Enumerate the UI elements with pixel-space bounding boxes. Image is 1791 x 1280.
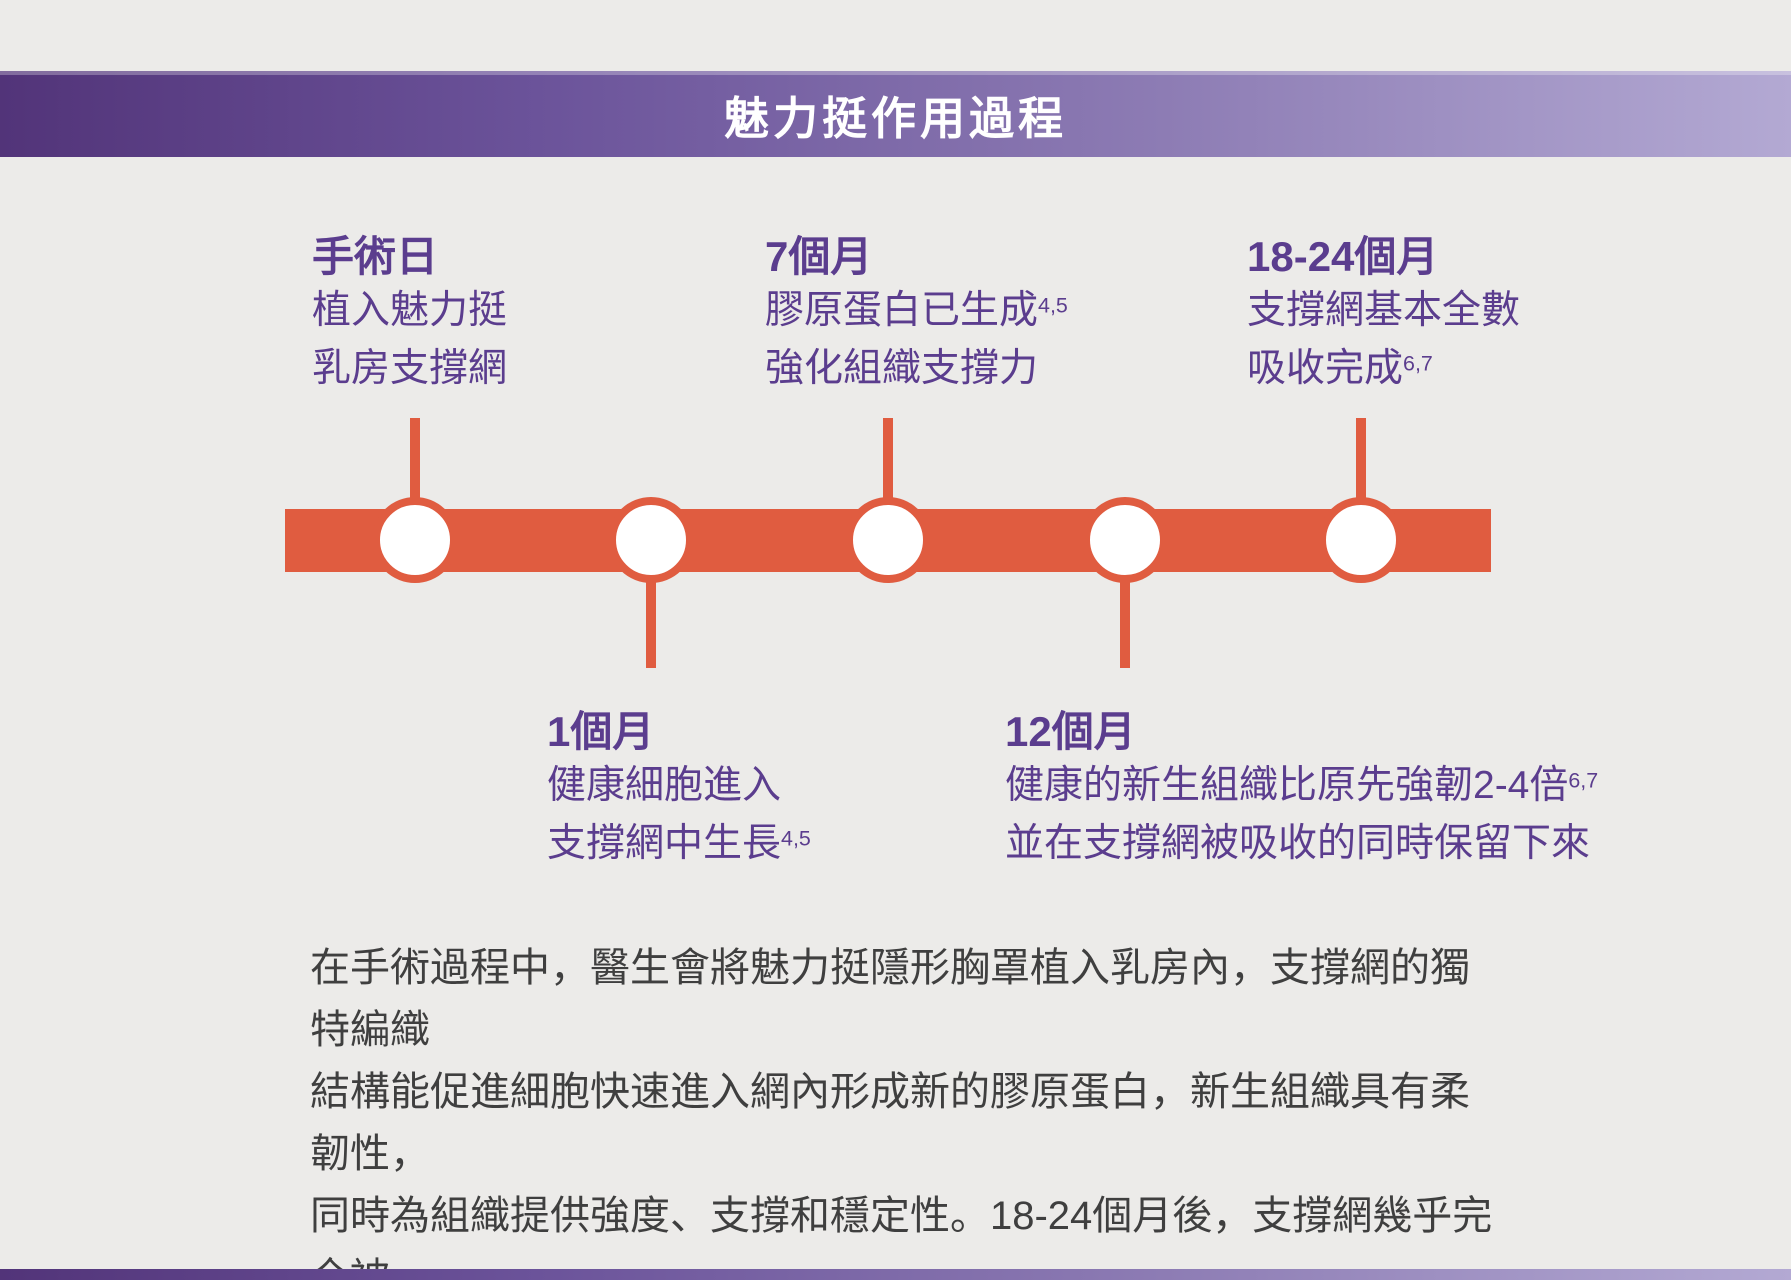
milestone-text-line: 支撐網中生長4,5 — [547, 822, 811, 865]
timeline-node — [372, 497, 458, 583]
timeline-connector-up — [410, 418, 420, 510]
milestone-text-line: 植入魅力挺 — [312, 289, 508, 332]
milestone-text-line: 支撐網基本全數 — [1247, 289, 1521, 332]
milestone-label-18-24-months: 18-24個月 支撐網基本全數 吸收完成6,7 — [1247, 232, 1520, 398]
milestone-text-line: 並在支撐網被吸收的同時保留下來 — [1005, 822, 1591, 865]
milestone-text-line: 乳房支撐網 — [312, 347, 508, 390]
timeline-connector-down — [646, 570, 656, 668]
milestone-title: 12個月 — [1005, 708, 1136, 755]
paragraph-line: 在手術過程中，醫生會將魅力挺隱形胸罩植入乳房內，支撐網的獨特編織 — [310, 946, 1470, 1052]
timeline-connector-down — [1120, 570, 1130, 668]
milestone-text-line: 強化組織支撐力 — [765, 347, 1039, 390]
milestone-title: 7個月 — [765, 233, 873, 280]
footer-bar — [0, 1269, 1791, 1280]
milestone-text-line: 健康的新生組織比原先強韌2-4倍6,7 — [1005, 764, 1599, 807]
timeline-node — [1082, 497, 1168, 583]
milestone-text-line: 吸收完成6,7 — [1247, 347, 1433, 390]
timeline-connector-up — [883, 418, 893, 510]
milestone-label-12-months: 12個月 健康的新生組織比原先強韌2-4倍6,7 並在支撐網被吸收的同時保留下來 — [1005, 707, 1598, 873]
milestone-label-1-month: 1個月 健康細胞進入 支撐網中生長4,5 — [547, 707, 811, 873]
page-title: 魅力挺作用過程 — [723, 92, 1067, 144]
milestone-title: 1個月 — [547, 708, 655, 755]
milestone-text-line: 膠原蛋白已生成4,5 — [765, 289, 1068, 332]
timeline-node — [608, 497, 694, 583]
header-banner: 魅力挺作用過程 — [0, 71, 1791, 157]
milestone-label-surgery-day: 手術日 植入魅力挺 乳房支撐網 — [312, 232, 507, 398]
timeline-connector-up — [1356, 418, 1366, 510]
paragraph-line: 同時為組織提供強度、支撐和穩定性。18-24個月後，支撐網幾乎完全被 — [310, 1194, 1493, 1280]
description-paragraph: 在手術過程中，醫生會將魅力挺隱形胸罩植入乳房內，支撐網的獨特編織 結構能促進細胞… — [310, 937, 1500, 1280]
milestone-label-7-months: 7個月 膠原蛋白已生成4,5 強化組織支撐力 — [765, 232, 1068, 398]
paragraph-line: 結構能促進細胞快速進入網內形成新的膠原蛋白，新生組織具有柔韌性， — [310, 1070, 1470, 1176]
milestone-title: 18-24個月 — [1247, 233, 1439, 280]
timeline-node — [845, 497, 931, 583]
milestone-text-line: 健康細胞進入 — [547, 764, 782, 807]
milestone-title: 手術日 — [312, 233, 439, 280]
timeline-node — [1318, 497, 1404, 583]
